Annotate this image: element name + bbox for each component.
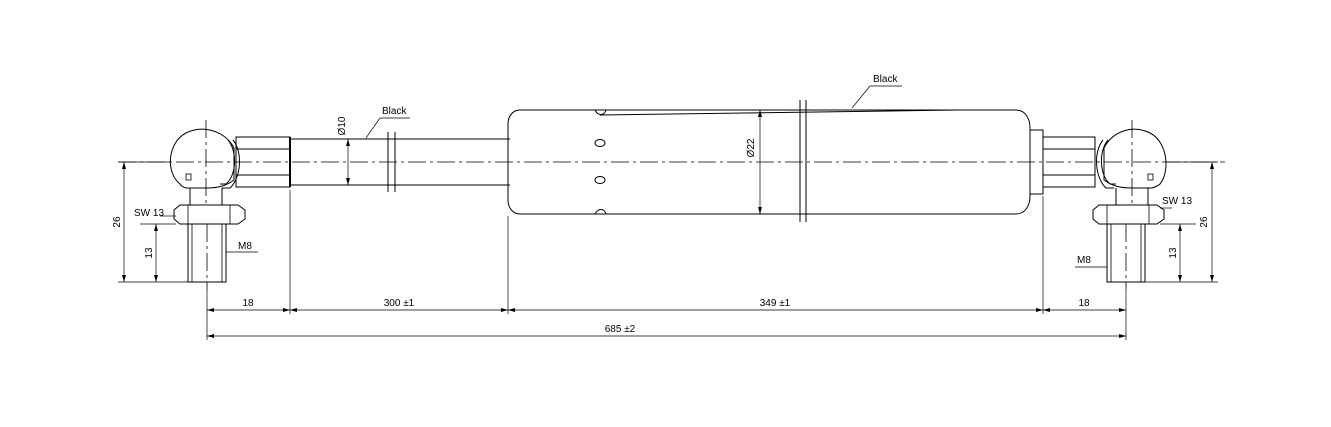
piston-rod (290, 132, 510, 192)
overall-length-label: 685 ±2 (605, 324, 636, 335)
rod-length-label: 300 ±1 (384, 298, 415, 309)
right-thread-callout: M8 (1075, 255, 1107, 268)
body-diameter-dimension: Ø22 (746, 110, 762, 214)
cylinder-body (507, 100, 1031, 222)
left-wrench-callout: SW 13 (134, 208, 176, 219)
left-hex-nut (173, 204, 246, 225)
right-height-thread-label: 13 (1168, 247, 1179, 259)
left-thread-label: M8 (238, 241, 252, 252)
rod-color-callout: Black (365, 106, 410, 139)
left-height-thread-label: 13 (144, 247, 155, 259)
left-thread-stud (187, 223, 227, 290)
body-color-label: Black (873, 74, 898, 85)
extension-lines (206, 190, 1127, 340)
segment-dimension-line: 18 300 ±1 349 ±1 18 (207, 298, 1126, 312)
right-ball-socket (1096, 120, 1167, 205)
right-thread-stud (1106, 223, 1146, 290)
right-thread-label: M8 (1077, 255, 1091, 266)
left-ball-socket (169, 120, 240, 205)
right-wrench-label: SW 13 (1162, 196, 1192, 207)
right-height-dimensions: 26 13 (1145, 161, 1218, 283)
rod-diameter-label: Ø10 (337, 116, 348, 135)
left-height-dimensions: 26 13 (112, 161, 188, 283)
right-hex-nut (1092, 204, 1165, 225)
left-end-length-label: 18 (242, 298, 254, 309)
left-height-total-label: 26 (112, 216, 123, 228)
left-wrench-label: SW 13 (134, 208, 164, 219)
right-end-cap (1029, 129, 1096, 195)
body-diameter-label: Ø22 (746, 138, 757, 157)
right-end-length-label: 18 (1078, 298, 1090, 309)
body-color-callout: Black (851, 74, 902, 109)
rod-color-label: Black (382, 106, 407, 117)
overall-dimension-line: 685 ±2 (207, 324, 1126, 338)
rod-diameter-dimension: Ø10 (337, 116, 350, 185)
body-length-label: 349 ±1 (760, 298, 791, 309)
right-height-total-label: 26 (1199, 216, 1210, 228)
right-wrench-callout: SW 13 (1160, 196, 1192, 209)
left-end-cap (235, 136, 291, 188)
left-thread-callout: M8 (226, 241, 258, 253)
